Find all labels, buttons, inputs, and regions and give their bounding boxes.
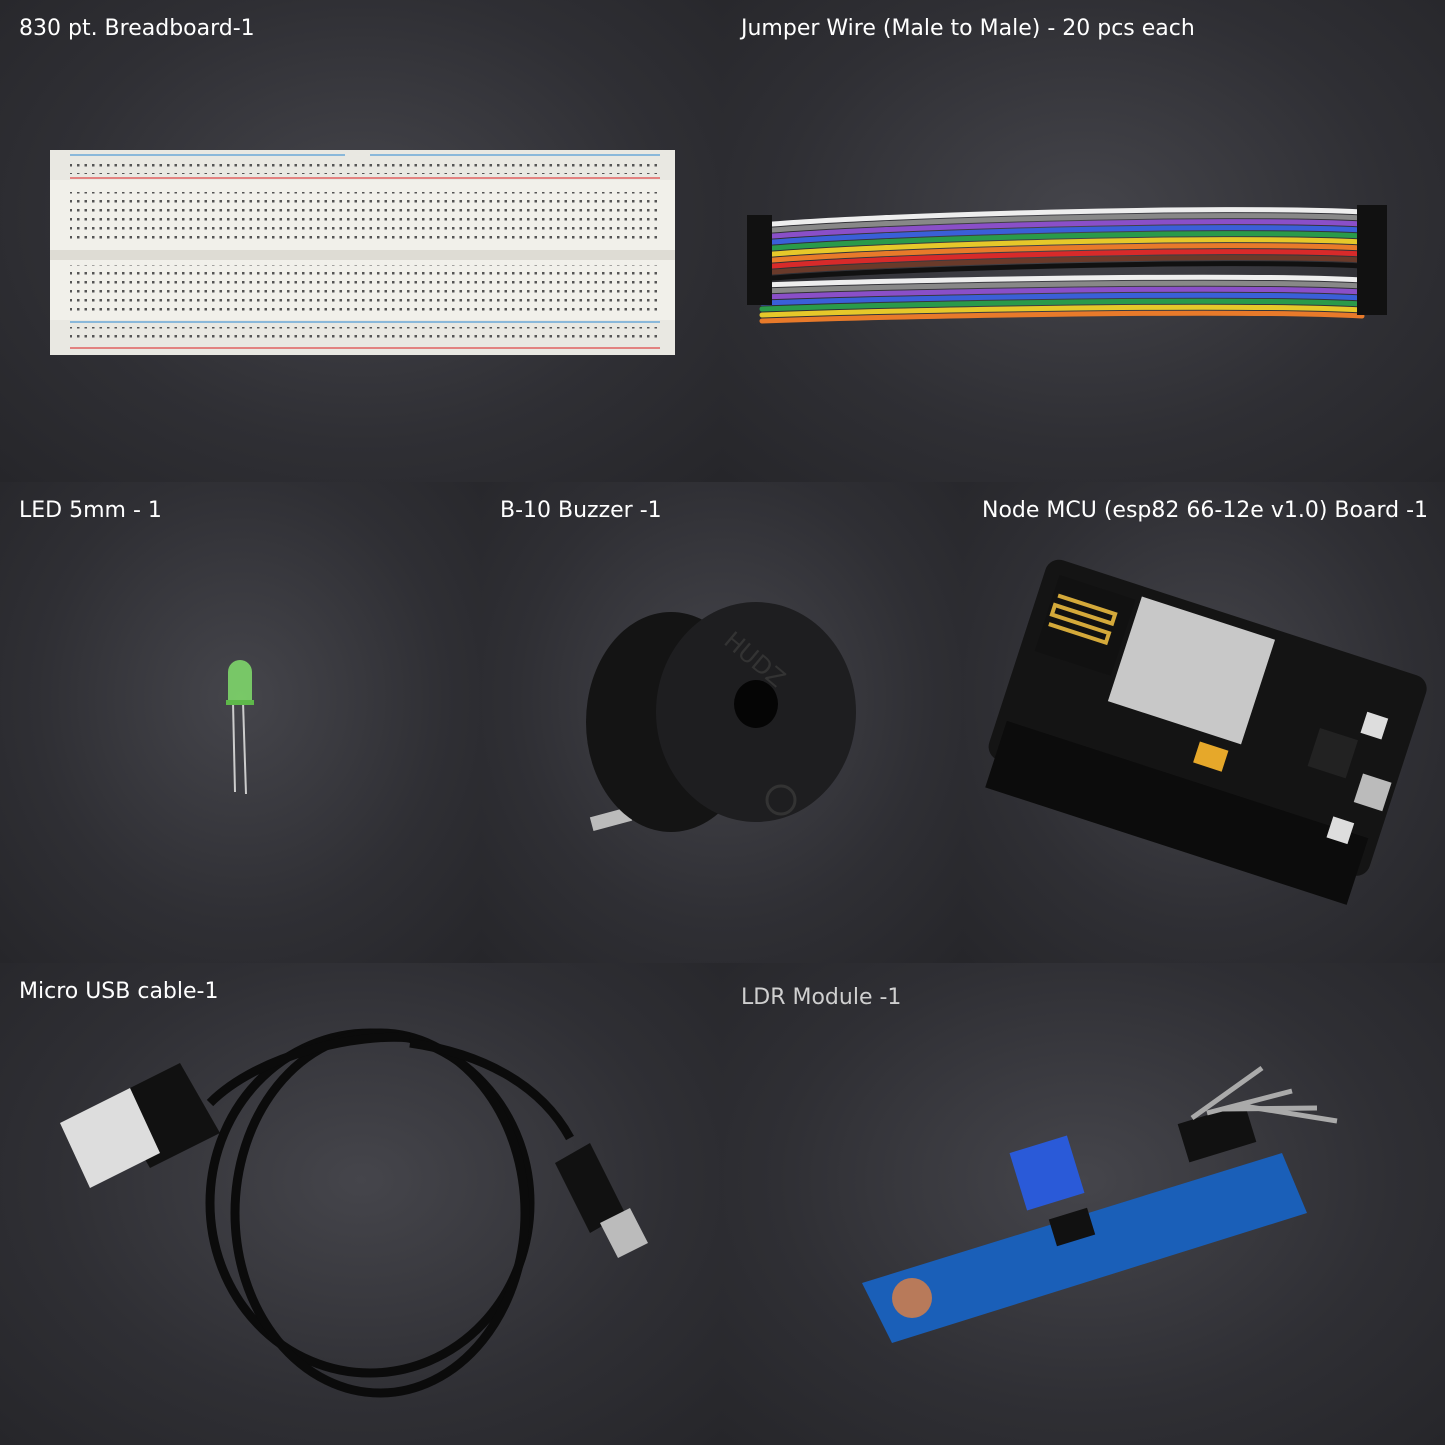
buzzer-panel: HUDZ B-10 Buzzer -1 <box>481 482 963 963</box>
caption-nodemcu: Node MCU (esp82 66-12e v1.0) Board -1 <box>982 498 1429 523</box>
jumper-wires-image <box>747 205 1387 324</box>
caption-buzzer: B-10 Buzzer -1 <box>500 498 662 523</box>
ldr-module-panel: LDR Module -1 <box>722 963 1445 1445</box>
usb-cable-image <box>60 1028 648 1398</box>
caption-ldr-module: LDR Module -1 <box>741 985 902 1010</box>
caption-breadboard: 830 pt. Breadboard-1 <box>19 16 255 41</box>
caption-usb-cable: Micro USB cable-1 <box>19 979 219 1004</box>
buzzer-image: HUDZ <box>586 602 856 832</box>
led-panel: LED 5mm - 1 <box>0 482 481 963</box>
jumper-wire-panel: Jumper Wire (Male to Male) - 20 pcs each <box>722 0 1445 482</box>
nodemcu-image <box>985 559 1427 905</box>
caption-jumper-wire: Jumper Wire (Male to Male) - 20 pcs each <box>741 16 1195 41</box>
usb-cable-panel: Micro USB cable-1 <box>0 963 722 1445</box>
caption-led: LED 5mm - 1 <box>19 498 162 523</box>
breadboard-panel: 830 pt. Breadboard-1 <box>0 0 722 482</box>
led-image <box>226 660 254 795</box>
breadboard-image <box>50 150 675 355</box>
ldr-module-image <box>862 1065 1338 1343</box>
nodemcu-panel: Node MCU (esp82 66-12e v1.0) Board -1 <box>963 482 1445 963</box>
